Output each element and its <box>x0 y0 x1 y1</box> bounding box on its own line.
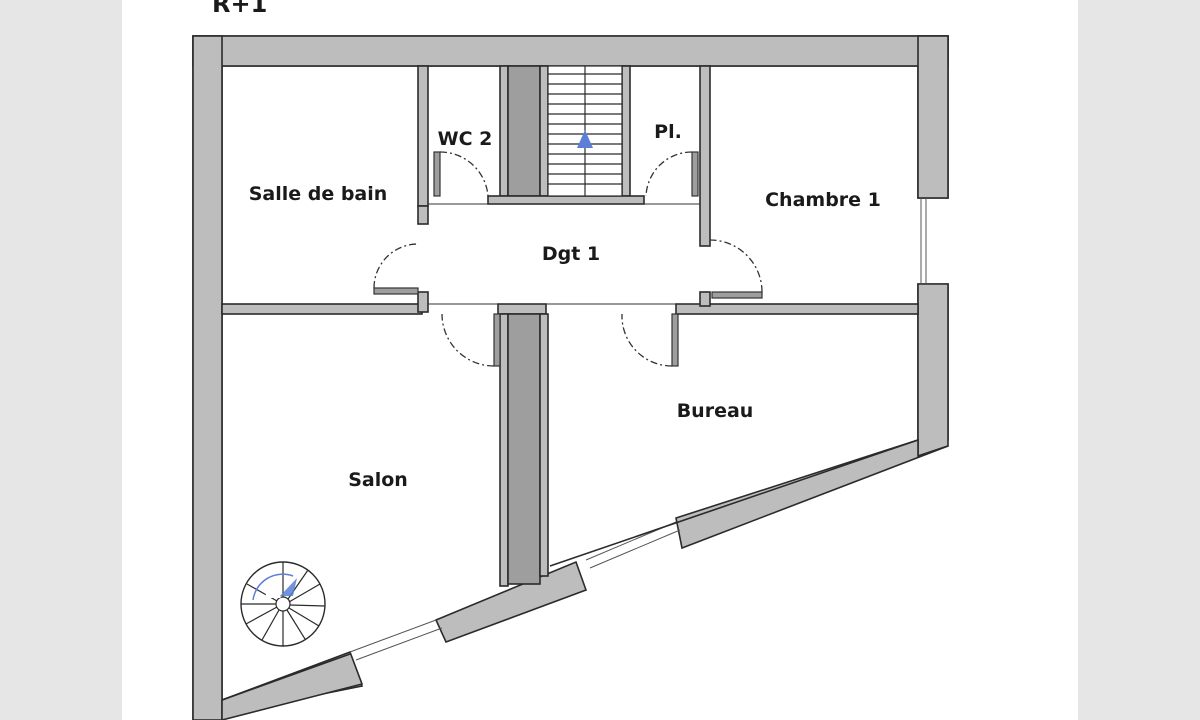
partition-salon-duct <box>499 313 509 587</box>
door-chambre <box>709 239 763 299</box>
partition-stair-corridor <box>487 195 645 205</box>
door-placard <box>645 151 699 197</box>
partition-placard-chambre <box>699 65 711 247</box>
room-label-salon: Salon <box>348 469 408 491</box>
door-salle-de-bain <box>373 243 419 295</box>
salon-window <box>349 619 437 653</box>
door-wc <box>433 151 489 197</box>
technical-duct-north <box>507 65 541 197</box>
level-label: R+1 <box>212 0 267 18</box>
south-wall-east <box>675 438 949 550</box>
partition-sdb-wc <box>417 65 429 207</box>
stair-direction-arrow-icon <box>577 130 593 148</box>
west-wall <box>192 35 223 720</box>
room-label-degagement: Dgt 1 <box>542 243 600 265</box>
partition-sdb-salon <box>221 303 423 315</box>
technical-duct-south <box>507 313 541 585</box>
room-label-placard: Pl. <box>654 121 682 143</box>
room-label-salle-de-bain: Salle de bain <box>249 183 388 205</box>
spiral-direction-arrow-icon <box>280 578 297 596</box>
door-salon <box>441 313 501 367</box>
straight-staircase <box>547 65 623 197</box>
room-label-chambre: Chambre 1 <box>765 189 881 211</box>
spiral-staircase <box>240 561 326 647</box>
room-label-wc: WC 2 <box>438 128 493 150</box>
east-wall-upper <box>917 35 949 199</box>
north-wall <box>192 35 949 67</box>
floor-plan-canvas: R+1 <box>122 0 1078 720</box>
east-wall-lower <box>917 283 949 458</box>
door-bureau <box>621 313 679 367</box>
south-wall-west <box>221 650 364 720</box>
partition-wc-duct <box>499 65 509 197</box>
room-label-bureau: Bureau <box>677 400 754 422</box>
floor-plan: R+1 <box>192 0 949 720</box>
partition-chambre-bureau <box>675 303 919 315</box>
